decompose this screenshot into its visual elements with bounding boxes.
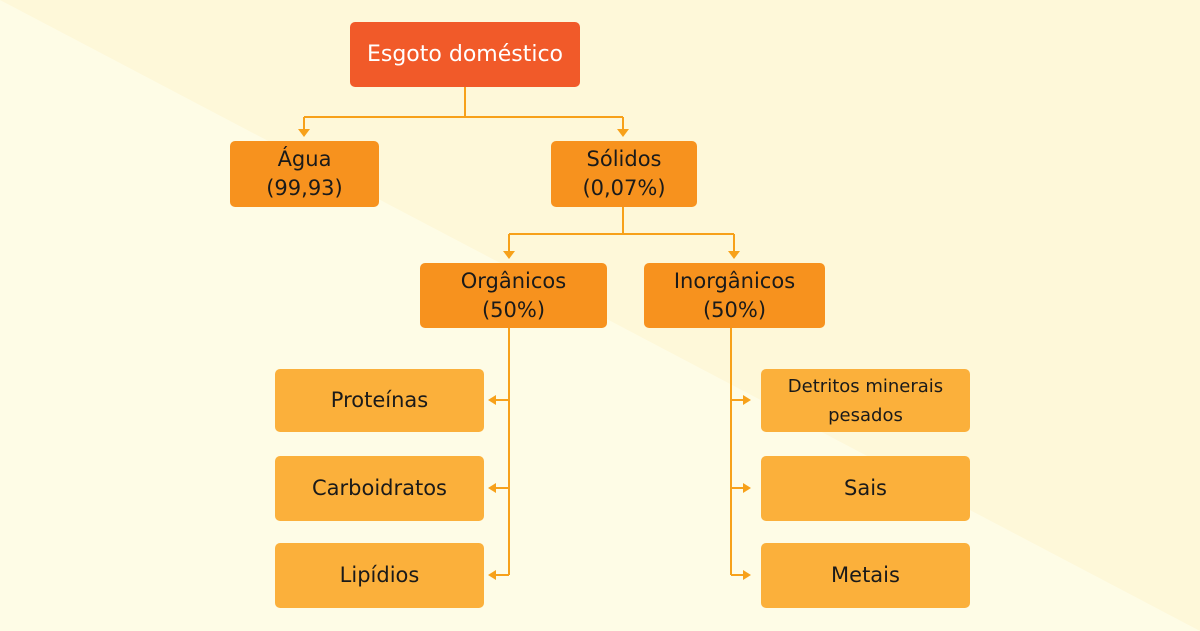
node-inorganicos-value: (50%) (702, 297, 767, 322)
node-detritos-line1: Detritos minerais (787, 375, 944, 397)
node-organicos-name: Orgânicos (460, 268, 567, 293)
node-agua-value: (99,93) (266, 176, 343, 200)
node-organicos: Orgânicos (50%) (420, 263, 607, 328)
node-metais-label: Metais (831, 563, 900, 587)
node-sais: Sais (761, 456, 970, 521)
arrowhead-lipidios (488, 570, 496, 580)
node-detritos-minerais-pesados: Detritos minerais pesados (761, 369, 970, 432)
node-agua: Água (99,93) (230, 141, 379, 207)
node-proteinas-label: Proteínas (330, 388, 429, 412)
arrowhead-metais (743, 570, 751, 580)
arrowhead-detritos (743, 395, 751, 405)
arrowhead-agua (298, 129, 310, 137)
node-organicos-value: (50%) (481, 297, 546, 322)
node-inorganicos-name: Inorgânicos (673, 268, 796, 293)
node-carboidratos: Carboidratos (275, 456, 484, 521)
arrowhead-sais (743, 483, 751, 493)
node-agua-name: Água (277, 147, 332, 171)
node-solidos-value: (0,07%) (582, 176, 666, 200)
arrowhead-proteinas (488, 395, 496, 405)
node-proteinas: Proteínas (275, 369, 484, 432)
node-esgoto-domestico-label: Esgoto doméstico (366, 42, 563, 67)
node-solidos-name: Sólidos (586, 147, 662, 171)
node-lipidios: Lipídios (275, 543, 484, 608)
node-solidos: Sólidos (0,07%) (551, 141, 697, 207)
node-carboidratos-label: Carboidratos (311, 476, 448, 500)
node-sais-label: Sais (844, 476, 887, 500)
arrowhead-carboidratos (488, 483, 496, 493)
node-esgoto-domestico: Esgoto doméstico (350, 22, 580, 87)
node-metais: Metais (761, 543, 970, 608)
arrowhead-organicos (503, 251, 515, 259)
arrowhead-inorganicos (728, 251, 740, 259)
node-lipidios-label: Lipídios (339, 563, 420, 587)
node-inorganicos: Inorgânicos (50%) (644, 263, 825, 328)
arrowhead-solidos (617, 129, 629, 137)
node-detritos-line2: pesados (828, 404, 903, 426)
